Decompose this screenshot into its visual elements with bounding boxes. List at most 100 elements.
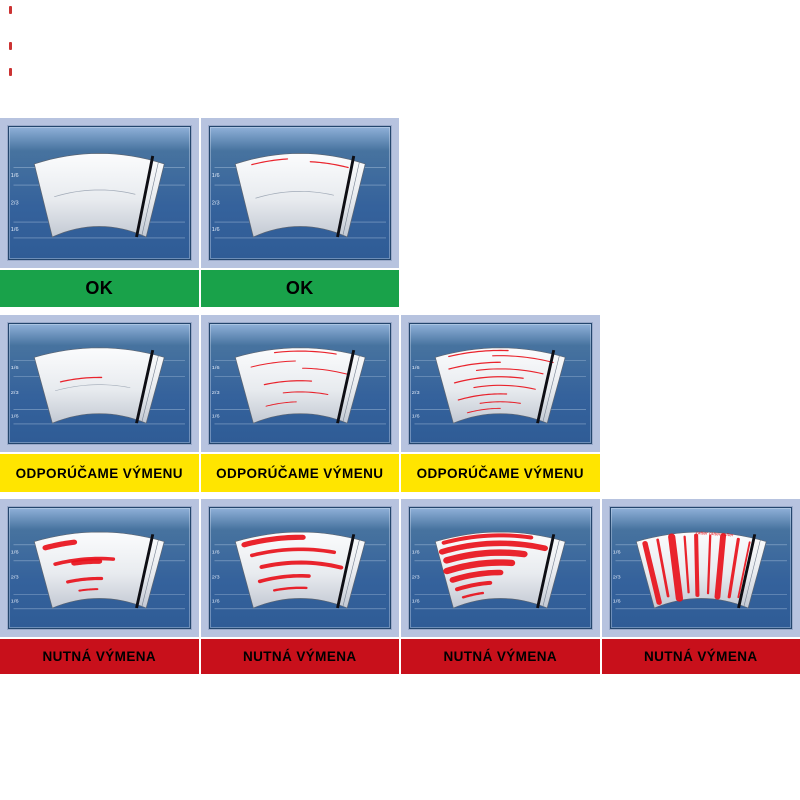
wiper-blade — [135, 534, 155, 609]
scale-label: 1/6 — [211, 414, 219, 420]
sweep-edge-line — [141, 162, 159, 236]
streak-mark — [448, 361, 501, 370]
streak-mark — [453, 376, 524, 384]
scale-label: 1/6 — [11, 227, 19, 233]
wiper-blade — [536, 534, 556, 609]
scale-label: 1/6 — [211, 173, 219, 179]
status-label-bar: ODPORÚČAME VÝMENU — [401, 454, 600, 492]
wiper-screen-graphic: 1/6 2/3 1/6 — [412, 347, 586, 425]
scale-label: 2/3 — [612, 575, 620, 581]
scale-label: 1/6 — [211, 550, 219, 556]
status-label: NUTNÁ VÝMENA — [242, 649, 357, 664]
scale-label: 1/6 — [412, 365, 420, 371]
wiper-sweep — [33, 153, 165, 238]
wiper-panel: 1/6 2/3 1/6 — [401, 499, 600, 637]
scale-label: 2/3 — [211, 390, 219, 396]
status-label: NUTNÁ VÝMENA — [42, 649, 157, 664]
status-label-bar: NUTNÁ VÝMENA — [401, 639, 600, 674]
streak-mark — [655, 538, 669, 598]
scale-label: 2/3 — [11, 200, 19, 206]
sweep-edge-line — [342, 355, 360, 422]
sweep-edge-line — [542, 539, 560, 607]
streak-mark — [736, 541, 751, 599]
wiper-sweep — [33, 531, 165, 609]
wiper-blade — [335, 534, 355, 609]
streak-mark — [254, 191, 334, 199]
scale-label: 2/3 — [11, 390, 19, 396]
scale-label: 1/6 — [11, 414, 19, 420]
streak-mark — [42, 539, 78, 551]
streak-mark — [479, 401, 521, 404]
streak-mark — [443, 559, 516, 575]
status-label: OK — [285, 278, 314, 298]
scale-label: 2/3 — [412, 390, 420, 396]
scale-label: 1/6 — [412, 599, 420, 605]
status-label: ODPORÚČAME VÝMENU — [216, 465, 384, 481]
sweep-edge-line — [141, 539, 159, 607]
wiper-blade — [135, 155, 155, 238]
scale-label: 2/3 — [412, 575, 420, 581]
scale-label: 1/6 — [412, 414, 420, 420]
status-label-bar: ODPORÚČAME VÝMENU — [200, 454, 399, 492]
scale-label: 1/6 — [612, 550, 620, 556]
streak-mark — [706, 534, 711, 595]
streak-mark — [667, 533, 683, 602]
streak-mark — [53, 556, 116, 566]
wiper-screen: 1/6 2/3 1/6 — [8, 126, 191, 260]
streak-mark — [282, 391, 328, 396]
streak-mark — [475, 368, 544, 375]
sweep-edge-line — [141, 355, 159, 422]
wiper-sweep — [234, 153, 366, 238]
streak-mark — [441, 533, 534, 545]
streak-mark — [473, 384, 536, 390]
status-label: ODPORÚČAME VÝMENU — [15, 465, 183, 481]
print-mark — [9, 6, 12, 14]
streak-mark — [263, 380, 312, 386]
streak-mark — [443, 549, 528, 564]
scale-label: 1/6 — [11, 173, 19, 179]
scale-label: 2/3 — [211, 575, 219, 581]
wiper-screen-graphic: 1/62/31/6 — [211, 531, 386, 610]
status-label: OK — [85, 278, 114, 298]
scale-label: 1/6 — [412, 550, 420, 556]
wiper-screen-graphic: 1/62/31/6 — [211, 153, 386, 239]
streak-mark — [257, 574, 311, 584]
sweep-edge-line — [342, 539, 360, 607]
streak-mark — [641, 541, 662, 605]
streak-mark — [250, 158, 288, 166]
streak-mark — [301, 367, 348, 375]
streak-mark — [454, 580, 493, 592]
wiper-screen-graphic: 1/6 2/3 1/6 — [412, 531, 586, 610]
streak-mark — [727, 537, 740, 599]
status-label: NUTNÁ VÝMENA — [443, 649, 558, 664]
streak-mark — [71, 558, 103, 566]
streak-mark — [448, 349, 509, 358]
streak-mark — [461, 591, 485, 599]
scale-label: 1/6 — [211, 227, 219, 233]
wiper-screen-graphic: 1/62/31/6 — [11, 347, 185, 425]
streak-mark — [683, 535, 690, 594]
scale-label: 1/6 — [11, 550, 19, 556]
streak-mark — [55, 384, 131, 392]
streak-mark — [438, 540, 548, 555]
streak-mark — [240, 534, 306, 548]
scale-label: 1/6 — [11, 599, 19, 605]
